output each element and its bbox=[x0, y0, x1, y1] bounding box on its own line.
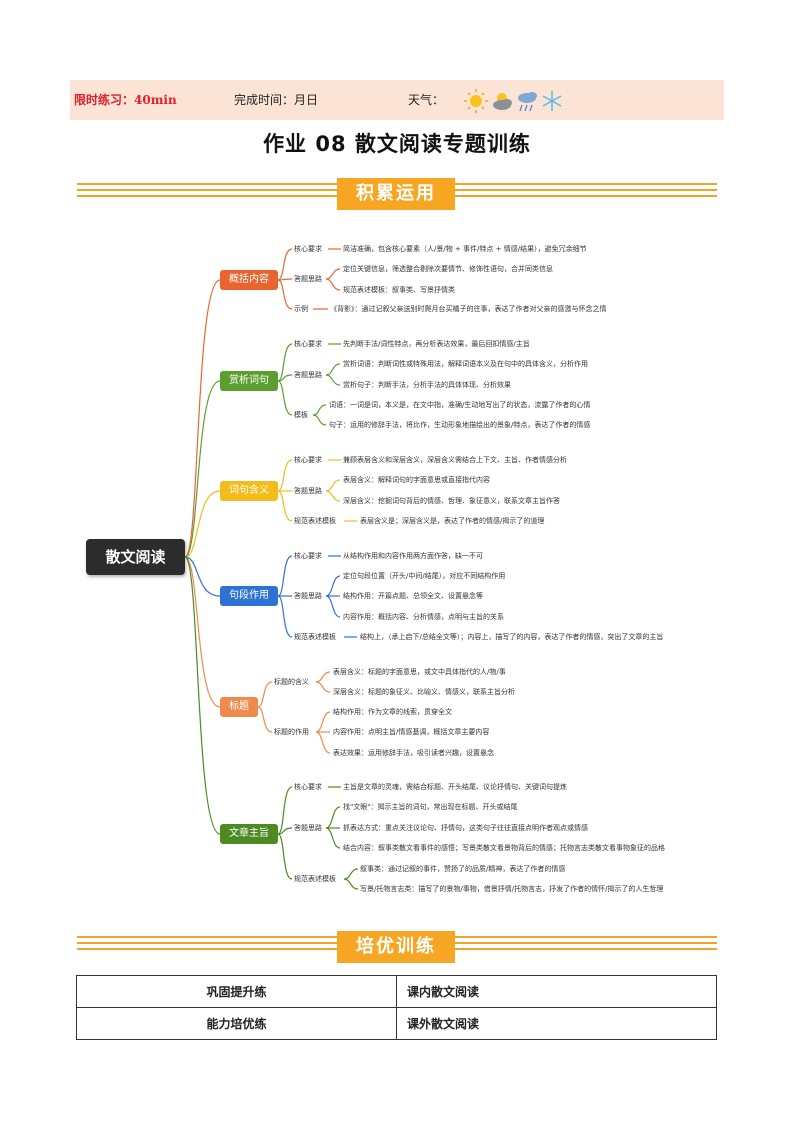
node-label: 答题思路 bbox=[294, 592, 322, 600]
time-limit-label: 限时练习： bbox=[74, 93, 135, 107]
node-label: 核心要求 bbox=[294, 340, 322, 348]
node-label: 核心要求 bbox=[294, 245, 322, 253]
rain-icon bbox=[518, 92, 537, 112]
branch-title: 标题 bbox=[220, 697, 258, 717]
node-text: 内容作用：概括内容、分析情感，点明与主旨的关系 bbox=[343, 613, 504, 621]
node-text: 找"文眼"：揭示主旨的词句，常出现在标题、开头或结尾 bbox=[343, 803, 518, 811]
cloudy-sun-icon bbox=[493, 93, 512, 110]
mindmap-root: 散文阅读 bbox=[86, 539, 185, 575]
node-text: 结合内容：叙事类散文看事件的感悟；写景类散文看景物背后的情感；托物言志类散文看事… bbox=[343, 844, 665, 852]
node-label: 规范表述模板 bbox=[294, 517, 336, 525]
node-label: 答题思路 bbox=[294, 824, 322, 832]
node-text: 结构作用：作为文章的线索，贯穿全文 bbox=[333, 708, 452, 716]
branch-function: 句段作用 bbox=[220, 586, 278, 606]
node-label: 标题的作用 bbox=[274, 728, 309, 736]
node-label: 核心要求 bbox=[294, 456, 322, 464]
complete-time: 完成时间：月日 bbox=[234, 93, 319, 107]
node-text: 结构作用：开篇点题、总领全文、设置悬念等 bbox=[343, 592, 483, 600]
node-text: 主旨是文章的灵魂，需结合标题、开头结尾、议论抒情句、关键词句提炼 bbox=[343, 783, 567, 791]
node-text: 赏析词语：判断词性或特殊用法，解释词语本义及在句中的具体含义，分析作用 bbox=[343, 360, 588, 368]
node-text: 《背影》：通过记叙父亲送别时爬月台买橘子的往事，表达了作者对父亲的感激与怀念之情 bbox=[330, 305, 607, 313]
node-text: 从结构作用和内容作用两方面作答，缺一不可 bbox=[343, 552, 483, 560]
section-title: 培优训练 bbox=[337, 931, 455, 963]
node-text: 定位句段位置（开头/中间/结尾），对应不同结构作用 bbox=[343, 572, 506, 580]
node-text: 叙事类：通过记叙的事件，赞扬了的品质/精神，表达了作者的情感 bbox=[360, 865, 566, 873]
node-text: 内容作用：点明主旨/情感基调，概括文章主要内容 bbox=[333, 728, 490, 736]
node-label: 核心要求 bbox=[294, 783, 322, 791]
section-title: 积累运用 bbox=[337, 178, 455, 210]
practice-table: 巩固提升练 课内散文阅读 能力培优练 课外散文阅读 bbox=[76, 975, 717, 1040]
table-cell: 能力培优练 bbox=[76, 1007, 397, 1040]
node-text: 规范表述模板：叙事类、写景抒情类 bbox=[343, 286, 455, 294]
node-text: 赏析句子：判断手法，分析手法的具体体现、分析效果 bbox=[343, 381, 511, 389]
node-label: 核心要求 bbox=[294, 552, 322, 560]
node-text: 先判断手法/词性特点，再分析表达效果，最后回扣情感/主旨 bbox=[343, 340, 530, 348]
node-label: 答题思路 bbox=[294, 487, 322, 495]
table-row: 巩固提升练 课内散文阅读 bbox=[76, 975, 717, 1008]
sun-icon bbox=[464, 89, 488, 113]
node-label: 模板 bbox=[294, 411, 308, 419]
node-label: 标题的含义 bbox=[274, 678, 309, 686]
node-text: 写景/托物言志类：描写了的景物/事物，借景抒情/托物言志，抒发了作者的情怀/揭示… bbox=[360, 885, 664, 893]
table-cell: 课内散文阅读 bbox=[396, 975, 717, 1008]
node-text: 词语：一词是词，本义是，在文中指，准确/生动地写出了的状态，流露了作者的心情 bbox=[329, 401, 591, 409]
time-limit: 限时练习：40min bbox=[74, 92, 177, 108]
node-text: 兼顾表层含义和深层含义，深层含义需结合上下文、主旨、作者情感分析 bbox=[343, 456, 567, 464]
table-row: 能力培优练 课外散文阅读 bbox=[76, 1007, 717, 1040]
node-text: 简洁准确，包含核心要素（人/景/物 + 事件/特点 + 情感/结果），避免冗余细… bbox=[343, 245, 587, 253]
node-label: 规范表述模板 bbox=[294, 633, 336, 641]
node-label: 示例 bbox=[294, 305, 308, 313]
snow-icon bbox=[542, 91, 562, 111]
node-text: 表层含义：标题的字面意思，或文中具体指代的人/物/事 bbox=[333, 668, 506, 676]
table-cell: 巩固提升练 bbox=[76, 975, 397, 1008]
node-text: 结构上，（承上启下/总结全文等）；内容上，描写了的内容，表达了作者的情感，突出了… bbox=[360, 633, 664, 641]
branch-summarize: 概括内容 bbox=[220, 270, 278, 290]
node-text: 深层含义：挖掘词句背后的情感、哲理、象征意义，联系文章主旨作答 bbox=[343, 497, 560, 505]
node-text: 表层含义是；深层含义是，表达了作者的情感/揭示了的道理 bbox=[360, 517, 545, 525]
node-text: 表达效果：运用修辞手法，吸引读者兴趣，设置悬念 bbox=[333, 749, 494, 757]
page-title: 作业 08 散文阅读专题训练 bbox=[263, 132, 531, 156]
branch-theme: 文章主旨 bbox=[220, 824, 278, 844]
node-label: 规范表述模板 bbox=[294, 875, 336, 883]
branch-meaning: 词句含义 bbox=[220, 481, 278, 501]
node-label: 答题思路 bbox=[294, 275, 322, 283]
node-text: 定位关键信息，筛选整合剔除次要情节、修饰性语句，合并同类信息 bbox=[343, 265, 553, 273]
node-text: 句子：运用的修辞手法，将比作，生动形象地描绘出的景象/特点，表达了作者的情感 bbox=[329, 421, 591, 429]
branch-appreciate: 赏析词句 bbox=[220, 371, 278, 391]
node-label: 答题思路 bbox=[294, 371, 322, 379]
node-text: 深层含义：标题的象征义、比喻义、情感义，联系主旨分析 bbox=[333, 688, 515, 696]
table-cell: 课外散文阅读 bbox=[396, 1007, 717, 1040]
header-band bbox=[70, 80, 724, 120]
time-limit-value: 40min bbox=[134, 93, 177, 107]
node-text: 抓表达方式：重点关注议论句、抒情句，这类句子往往直接点明作者观点或情感 bbox=[343, 824, 588, 832]
weather-icons bbox=[464, 89, 562, 113]
node-text: 表层含义：解释词句的字面意思或直接指代内容 bbox=[343, 476, 490, 484]
weather-label: 天气： bbox=[408, 93, 445, 107]
